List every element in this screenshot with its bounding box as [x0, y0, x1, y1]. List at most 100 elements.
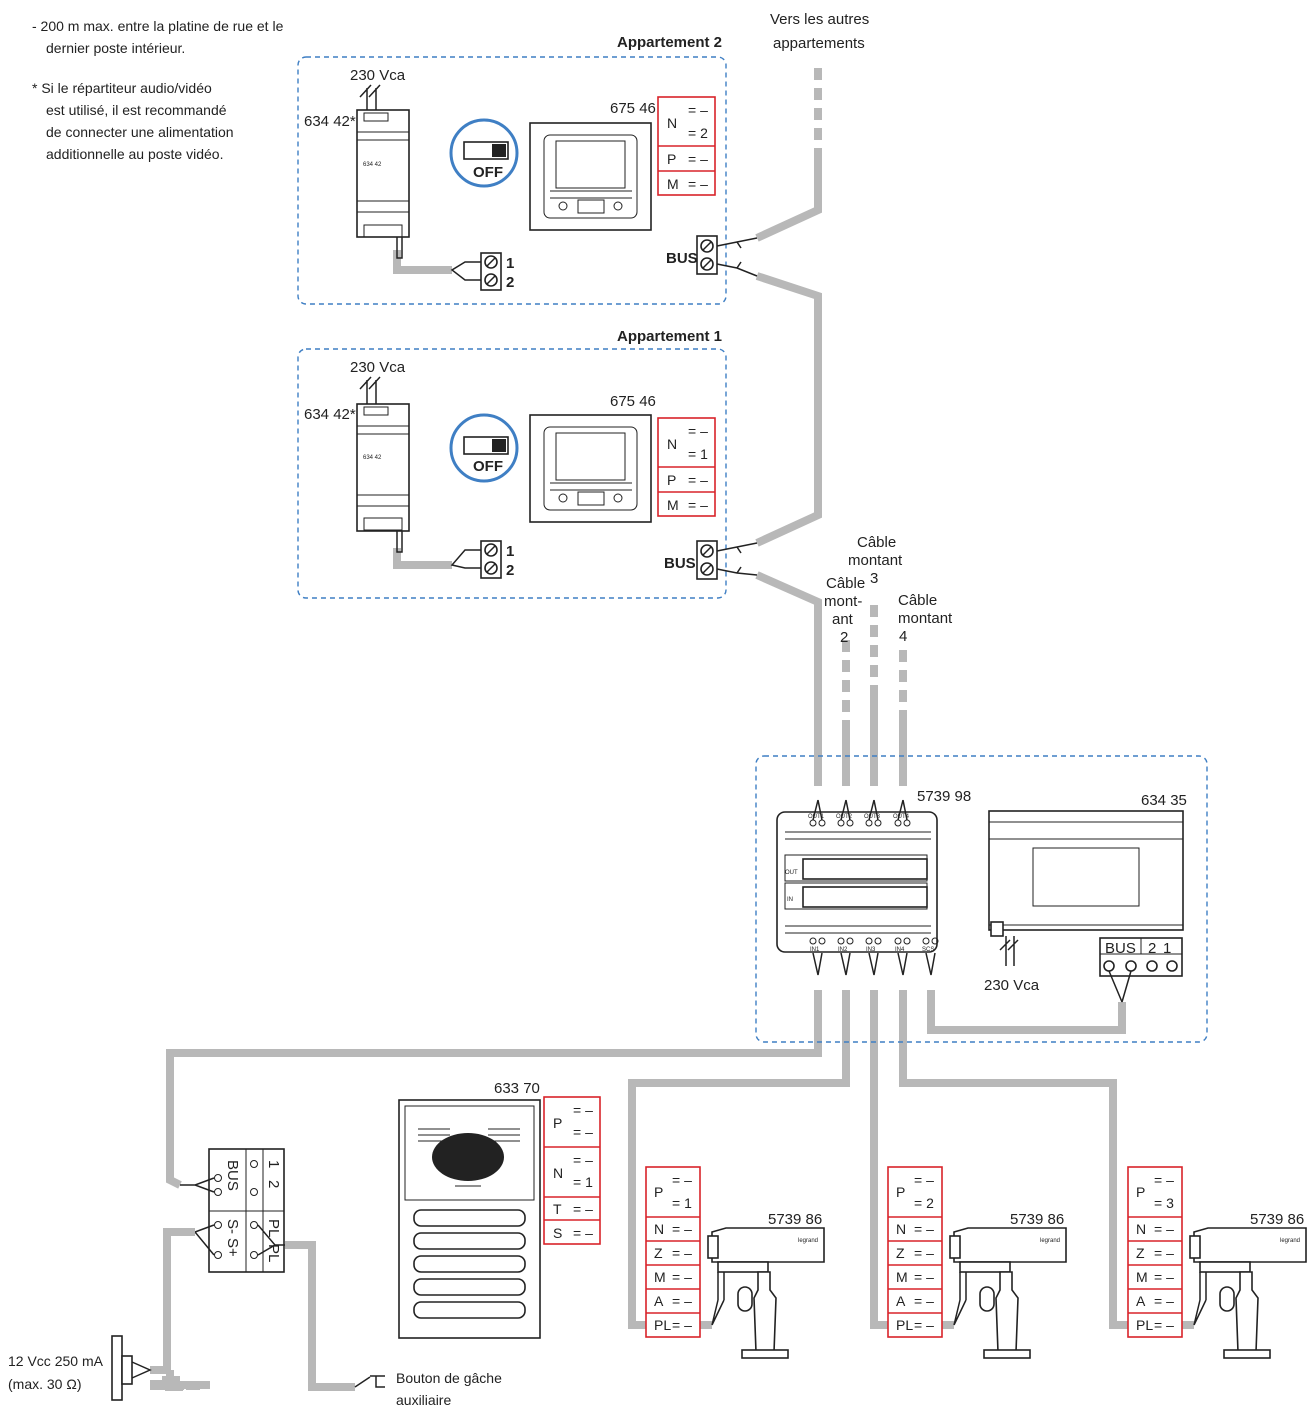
camera-base	[1199, 1261, 1251, 1273]
power-supply-module: 634 42	[356, 403, 410, 532]
config-value: = –	[672, 1317, 692, 1333]
interface-terminal-2: 2	[265, 1180, 282, 1188]
camera-stand	[1235, 1271, 1259, 1353]
camera-stand	[995, 1271, 1019, 1353]
monitor-buttons	[550, 482, 632, 491]
camera-stand-base	[741, 1349, 789, 1359]
psu-ref: 634 42*	[304, 113, 356, 130]
call-button[interactable]	[413, 1255, 526, 1273]
terminal-screw	[846, 937, 854, 945]
monitor-button	[613, 201, 623, 211]
config-border	[1127, 1166, 1183, 1338]
terminal-screw	[865, 937, 873, 945]
electric-lock: 12 Vcc 250 mA (max. 30 Ω)	[8, 1335, 152, 1401]
config-key: M	[896, 1269, 908, 1285]
lock-wires	[131, 1361, 152, 1379]
call-button[interactable]	[413, 1278, 526, 1296]
monitor-frame	[529, 414, 652, 523]
config-key: P	[667, 151, 676, 167]
config-value: = –	[914, 1245, 934, 1261]
call-button[interactable]	[413, 1209, 526, 1227]
config-value: = 2	[914, 1195, 934, 1211]
config-value: = –	[688, 423, 708, 439]
monitor-frame	[529, 122, 652, 231]
bus-cable	[755, 571, 822, 786]
riser-4-label: 4	[899, 628, 907, 645]
monitor-ref: 675 46	[610, 393, 656, 410]
camera-stand-base	[983, 1349, 1031, 1359]
apartment-1: Appartement 1 230 Vca 634 42* 675 46 634…	[297, 328, 758, 599]
camera-ref: 5739 86	[1010, 1211, 1064, 1228]
config-value: = –	[672, 1293, 692, 1309]
terminal-screw	[214, 1188, 222, 1196]
config-value: = –	[1154, 1269, 1174, 1285]
config-key: N	[667, 436, 677, 452]
camera-wires	[1193, 1272, 1207, 1326]
config-value: = –	[1154, 1293, 1174, 1309]
call-button[interactable]	[413, 1301, 526, 1319]
notes: - 200 m max. entre la platine de rue et …	[32, 18, 284, 162]
riser-2-label: Câble	[826, 575, 865, 592]
bus-cable	[755, 272, 822, 547]
out2-label: OUT2	[836, 814, 853, 820]
camera-base	[717, 1261, 769, 1273]
out-wires	[812, 799, 908, 821]
config-value: = –	[1154, 1245, 1174, 1261]
config-box: P= –= 1N= –Z= –M= –A= –PL= –	[645, 1166, 701, 1338]
screw-slot	[486, 545, 496, 573]
lock-label: 12 Vcc 250 mA	[8, 1353, 104, 1369]
out4-label: OUT4	[893, 814, 910, 820]
terminal-screw	[250, 1160, 258, 1168]
config-key: P	[896, 1184, 905, 1200]
lock-body	[111, 1335, 123, 1401]
call-button[interactable]	[413, 1232, 526, 1250]
config-value: = –	[914, 1269, 934, 1285]
config-value: = –	[1154, 1221, 1174, 1237]
config-border	[887, 1166, 943, 1338]
bus-terminal: BUS	[664, 540, 758, 580]
supply-terminal: 1 2	[450, 540, 514, 579]
camera-brand: legrand	[1280, 1238, 1300, 1244]
config-value: = –	[688, 151, 708, 167]
scs-label: SCS	[922, 947, 934, 953]
config-value: = –	[573, 1225, 593, 1241]
terminal-screw	[1125, 960, 1137, 972]
note-line: * Si le répartiteur audio/vidéo	[32, 80, 212, 96]
in-terminals: IN1 IN2 IN3 IN4 SCS	[809, 937, 939, 953]
riser-3-label: montant	[848, 552, 903, 569]
config-key: P	[553, 1115, 562, 1131]
config-key: T	[553, 1201, 562, 1217]
supply-bus-wires	[1108, 970, 1132, 1003]
psu-text: 634 42	[363, 455, 382, 461]
terminal-screw	[931, 937, 939, 945]
riser-2-label: ant	[832, 611, 854, 628]
psu-bottom-terminal	[363, 517, 403, 531]
out-ports	[802, 858, 928, 880]
out1-label: OUT1	[808, 814, 825, 820]
monitor-button	[613, 493, 623, 503]
distributor-ref: 5739 98	[917, 788, 971, 805]
monitor-button	[558, 493, 568, 503]
power-cable	[393, 548, 452, 569]
supply-bus-label: BUS	[1105, 940, 1136, 957]
supply-mains-label: 230 Vca	[984, 977, 1040, 994]
monitor-ref: 675 46	[610, 100, 656, 117]
config-value: = 2	[688, 125, 708, 141]
psu-output-wire	[396, 531, 403, 553]
monitor-speaker	[577, 199, 605, 214]
config-key: P	[667, 472, 676, 488]
config-key: M	[654, 1269, 666, 1285]
config-value: = –	[914, 1317, 934, 1333]
call-buttons	[413, 1209, 526, 1319]
button-symbol	[354, 1375, 385, 1388]
config-key: PL	[1136, 1317, 1153, 1333]
camera-bracket	[979, 1286, 995, 1312]
cctv-camera: legrand	[707, 1227, 825, 1359]
monitor-buttons	[550, 190, 632, 199]
supply-display	[1032, 847, 1140, 907]
config-key: A	[896, 1293, 906, 1309]
bus-power-supply: BUS 2 1 230 Vca	[984, 810, 1184, 1003]
config-value: = 3	[1154, 1195, 1174, 1211]
config-value: = –	[1154, 1317, 1174, 1333]
config-key: A	[1136, 1293, 1146, 1309]
